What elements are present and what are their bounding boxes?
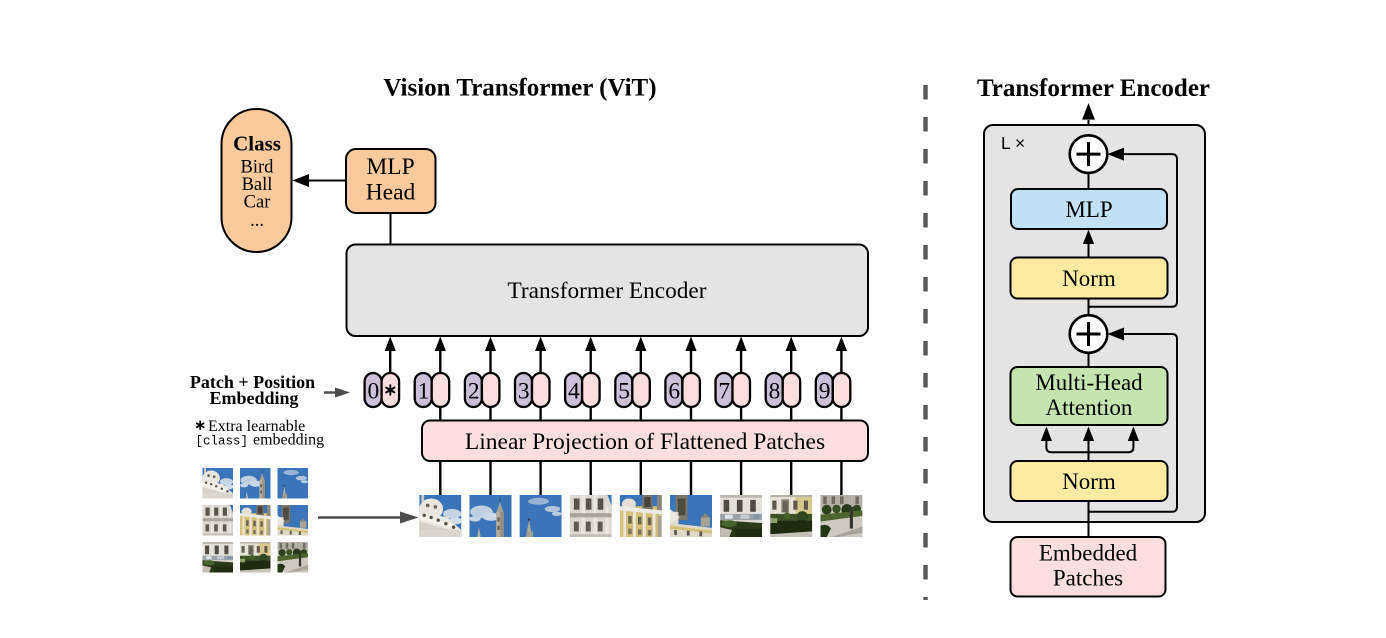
- svg-text:Ball: Ball: [242, 175, 273, 195]
- svg-text:embedding: embedding: [253, 432, 324, 449]
- svg-text:8: 8: [769, 379, 781, 405]
- svg-text:Class: Class: [233, 132, 281, 156]
- svg-text:Transformer Encoder: Transformer Encoder: [507, 278, 706, 304]
- svg-text:5: 5: [618, 379, 630, 405]
- svg-text:Norm: Norm: [1062, 266, 1116, 291]
- svg-text:MLP: MLP: [1065, 197, 1112, 222]
- svg-text:7: 7: [718, 379, 730, 405]
- svg-text:Multi-Head: Multi-Head: [1035, 370, 1143, 395]
- svg-text:Embedding: Embedding: [209, 388, 298, 408]
- svg-text:Bird: Bird: [241, 158, 275, 178]
- svg-text:Linear Projection of Flattened: Linear Projection of Flattened Patches: [465, 429, 825, 455]
- svg-text:Norm: Norm: [1062, 469, 1116, 494]
- svg-text:0: 0: [368, 379, 380, 405]
- svg-text:Transformer Encoder: Transformer Encoder: [977, 75, 1210, 102]
- svg-text:2: 2: [468, 379, 480, 405]
- svg-text:Patches: Patches: [1053, 566, 1123, 591]
- svg-text:3: 3: [518, 379, 530, 405]
- svg-text:L ×: L ×: [1001, 133, 1025, 153]
- svg-text:Vision Transformer (ViT): Vision Transformer (ViT): [383, 75, 656, 102]
- svg-text:MLP: MLP: [366, 154, 414, 180]
- svg-text:[class]: [class]: [196, 435, 249, 449]
- svg-text:9: 9: [819, 379, 831, 405]
- svg-text:Head: Head: [366, 180, 416, 206]
- svg-text:...: ...: [250, 211, 264, 231]
- svg-text:6: 6: [668, 379, 680, 405]
- svg-text:Attention: Attention: [1046, 395, 1133, 420]
- svg-text:Patch + Position: Patch + Position: [190, 372, 315, 392]
- svg-text:1: 1: [418, 379, 430, 405]
- svg-text:4: 4: [568, 379, 580, 405]
- svg-text:Extra learnable: Extra learnable: [208, 418, 305, 435]
- svg-text:Car: Car: [244, 193, 271, 213]
- svg-text:Embedded: Embedded: [1039, 541, 1138, 566]
